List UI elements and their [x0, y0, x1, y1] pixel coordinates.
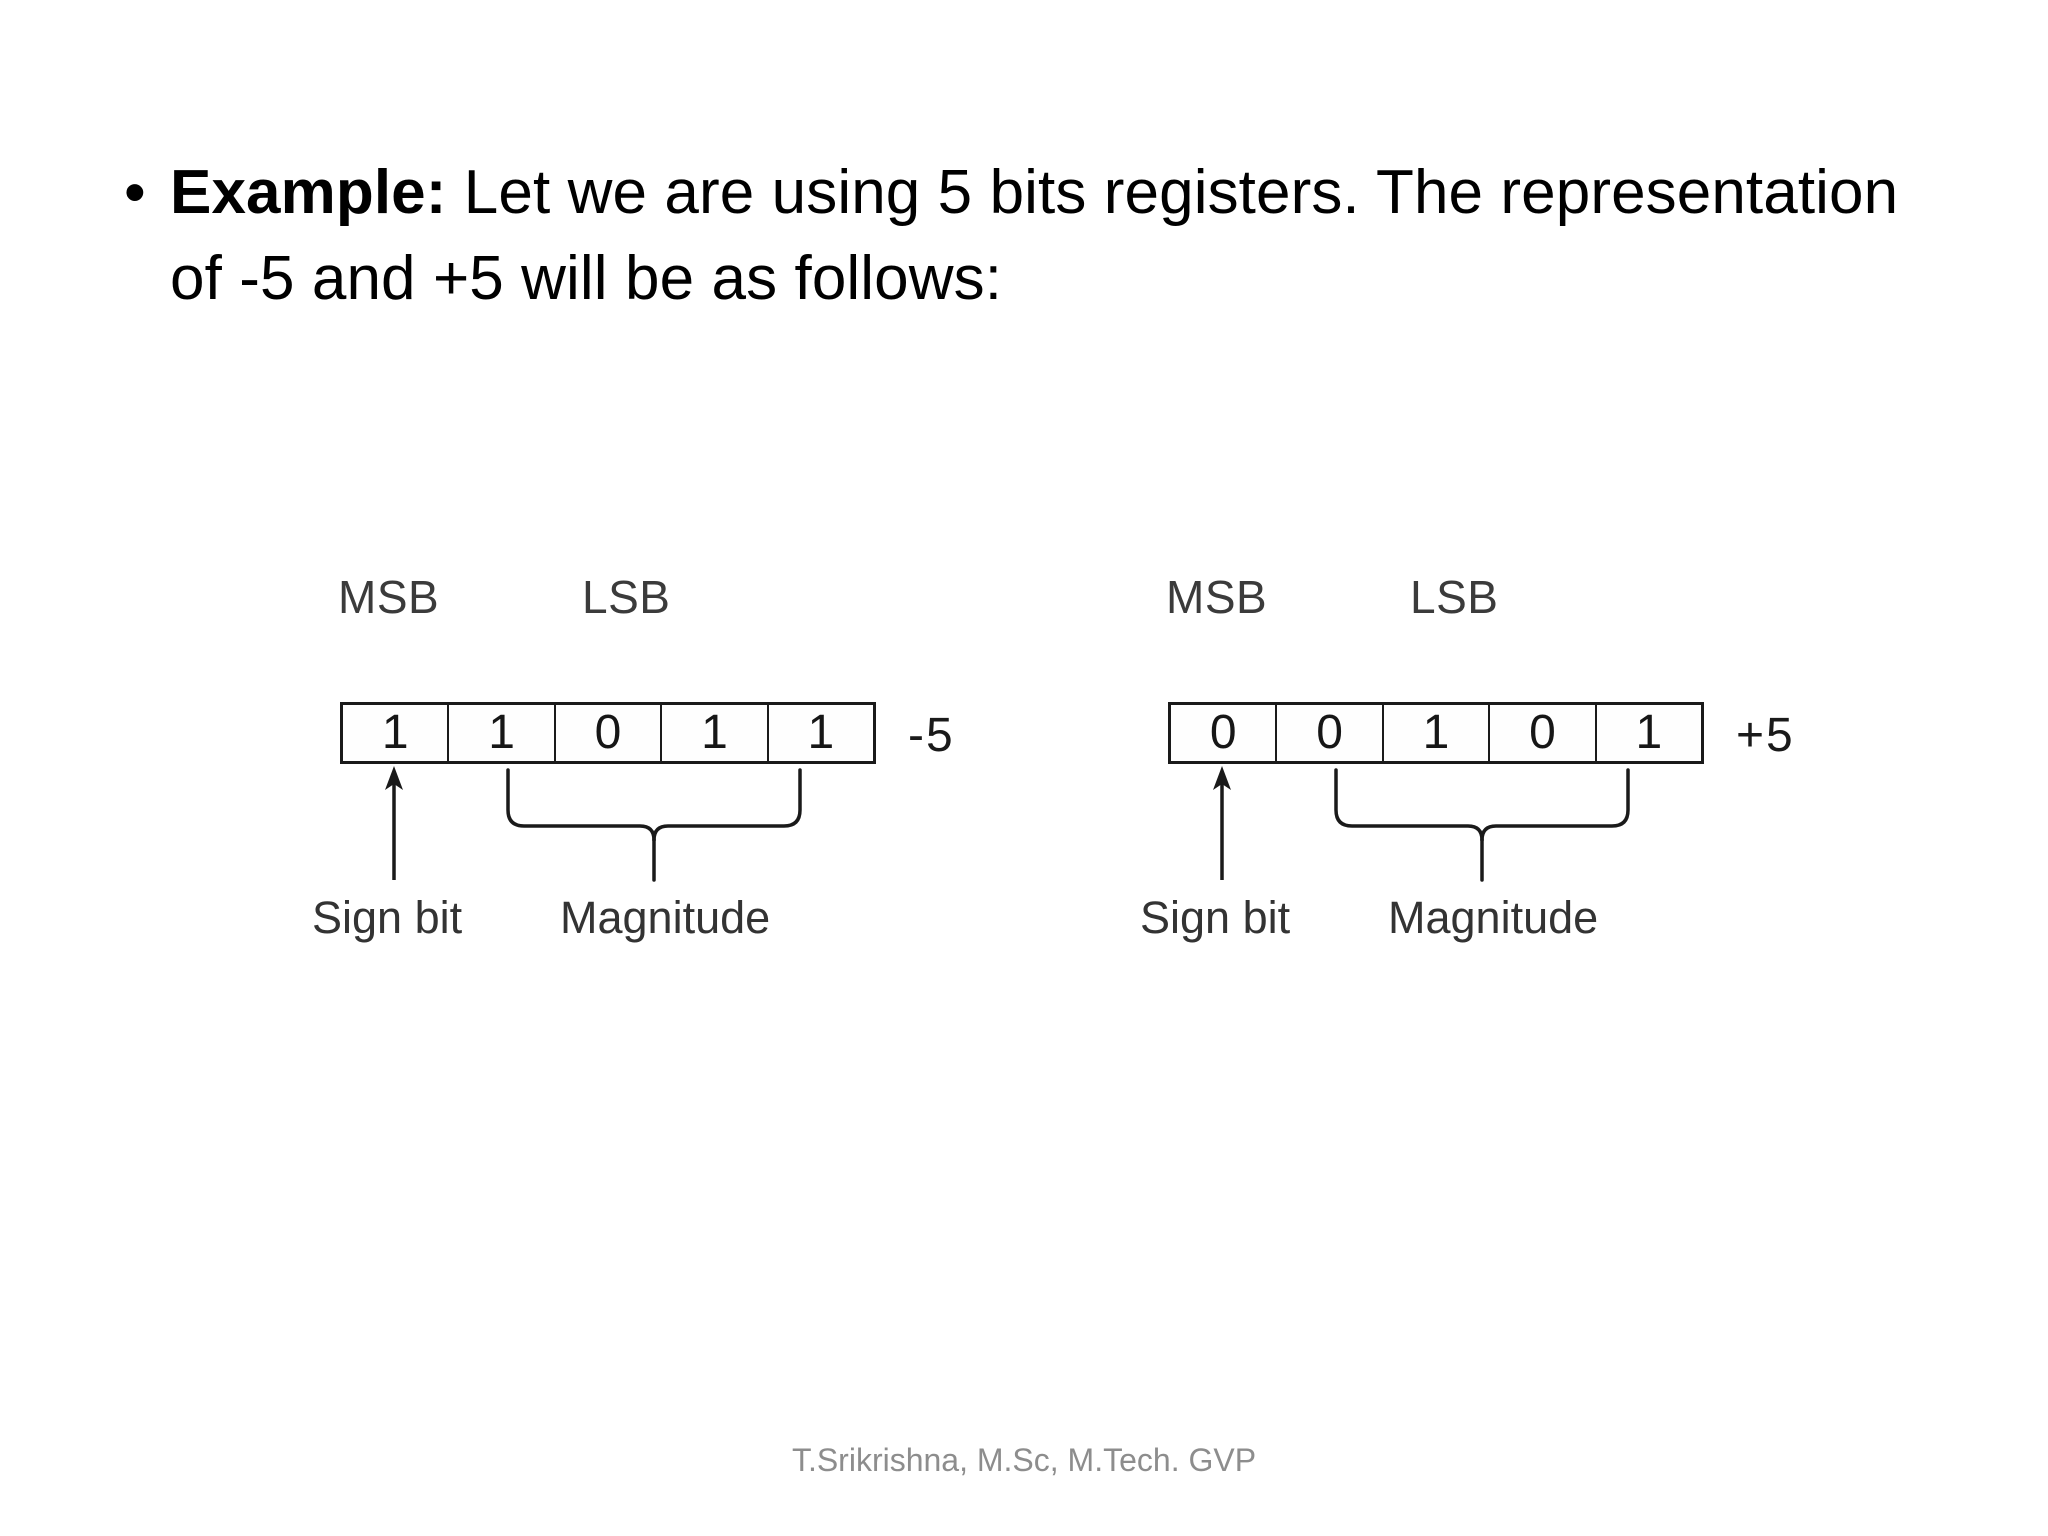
- sign-bit-arrow-icon: [385, 766, 403, 880]
- bit-cell-2: 0: [556, 705, 663, 761]
- register-value-label: +5: [1736, 709, 1795, 762]
- bullet-body-text: Let we are using 5 bits registers. The r…: [170, 158, 1899, 313]
- magnitude-label: Magnitude: [560, 892, 771, 943]
- bit-cell-1: 1: [449, 705, 556, 761]
- bullet-dot-icon: •: [124, 158, 146, 227]
- bit-cell-4: 1: [807, 706, 835, 759]
- bit-cell-0: 0: [1171, 705, 1278, 761]
- sign-bit-label: Sign bit: [312, 892, 463, 943]
- msb-label: MSB: [1166, 571, 1268, 623]
- annotation-lines: [385, 766, 802, 882]
- magnitude-brace-icon: [506, 768, 802, 882]
- annotation-lines: [1213, 766, 1630, 882]
- lsb-label: LSB: [582, 571, 671, 623]
- register-box: 1 1 0 1 1: [340, 702, 876, 764]
- sign-bit-arrow-icon: [1213, 766, 1231, 880]
- slide-footer: T.Srikrishna, M.Sc, M.Tech. GVP: [791, 1442, 1257, 1478]
- magnitude-brace-icon: [1334, 768, 1630, 882]
- bit-cell-2: 1: [1384, 705, 1491, 761]
- bit-cell-3: 0: [1490, 705, 1597, 761]
- register-value-label: -5: [908, 709, 955, 762]
- slide-body: • Example: Let we are using 5 bits regis…: [120, 150, 1960, 322]
- bit-cell-4: 1: [1635, 706, 1663, 759]
- bullet-text: Example: Let we are using 5 bits registe…: [170, 150, 1960, 322]
- bit-cell-3: 1: [662, 705, 769, 761]
- sign-bit-label: Sign bit: [1140, 892, 1291, 943]
- bit-cell-0: 1: [343, 705, 450, 761]
- bit-cell-1: 0: [1277, 705, 1384, 761]
- diagram-positive-five: MSB LSB 0 0 1 0 1 +5 Sign bit Magnitude: [1058, 430, 1848, 950]
- magnitude-label: Magnitude: [1388, 892, 1599, 943]
- bullet-lead-label: Example:: [170, 158, 447, 227]
- msb-label: MSB: [338, 571, 440, 623]
- bullet-item: • Example: Let we are using 5 bits regis…: [120, 150, 1960, 322]
- register-box: 0 0 1 0 1: [1168, 702, 1704, 764]
- lsb-label: LSB: [1410, 571, 1499, 623]
- diagram-negative-five: MSB LSB 1 1 0 1 1 -5 Sign bit Magnitude: [230, 430, 1010, 950]
